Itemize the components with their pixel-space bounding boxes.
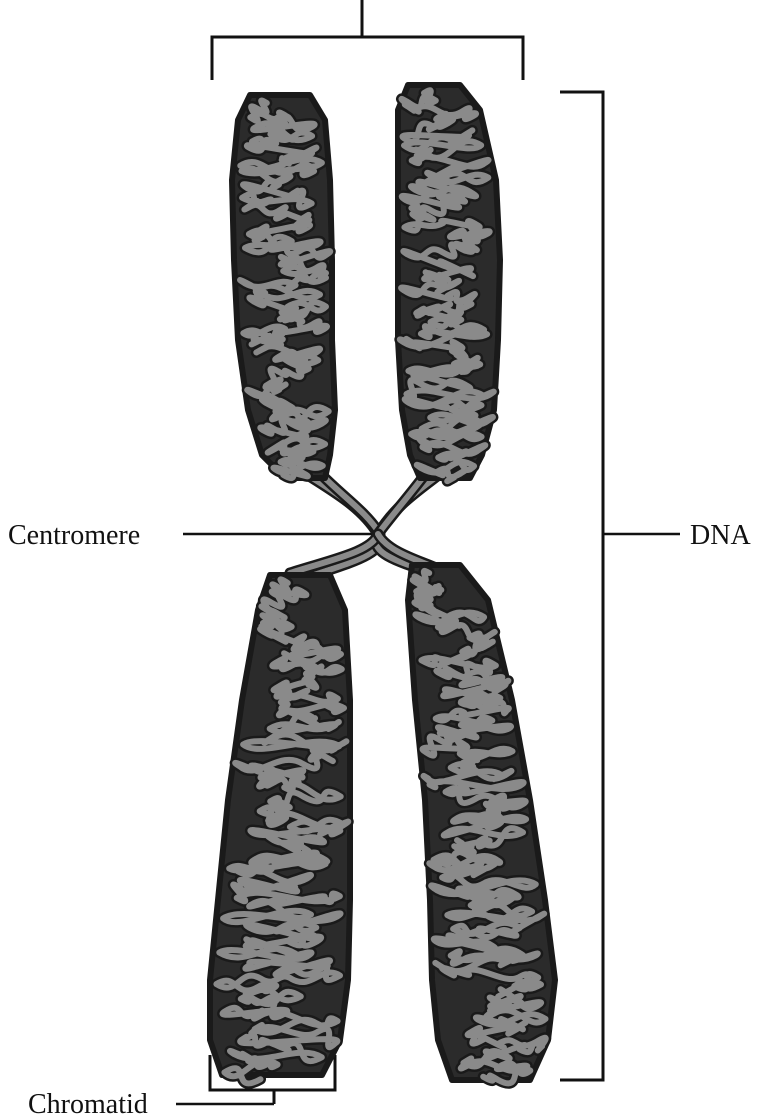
- top-bracket: [212, 0, 523, 80]
- centromere-label: Centromere: [8, 520, 140, 551]
- chromatid-arm-lower-right: [408, 565, 555, 1083]
- dna-bracket: [560, 92, 680, 1080]
- dna-label: DNA: [690, 520, 751, 551]
- chromatid-arm-upper-right: [398, 85, 500, 481]
- chromatid-label: Chromatid: [28, 1089, 148, 1119]
- chromatid-arm-upper-left: [232, 95, 335, 478]
- chromatid-arm-lower-left: [210, 575, 350, 1083]
